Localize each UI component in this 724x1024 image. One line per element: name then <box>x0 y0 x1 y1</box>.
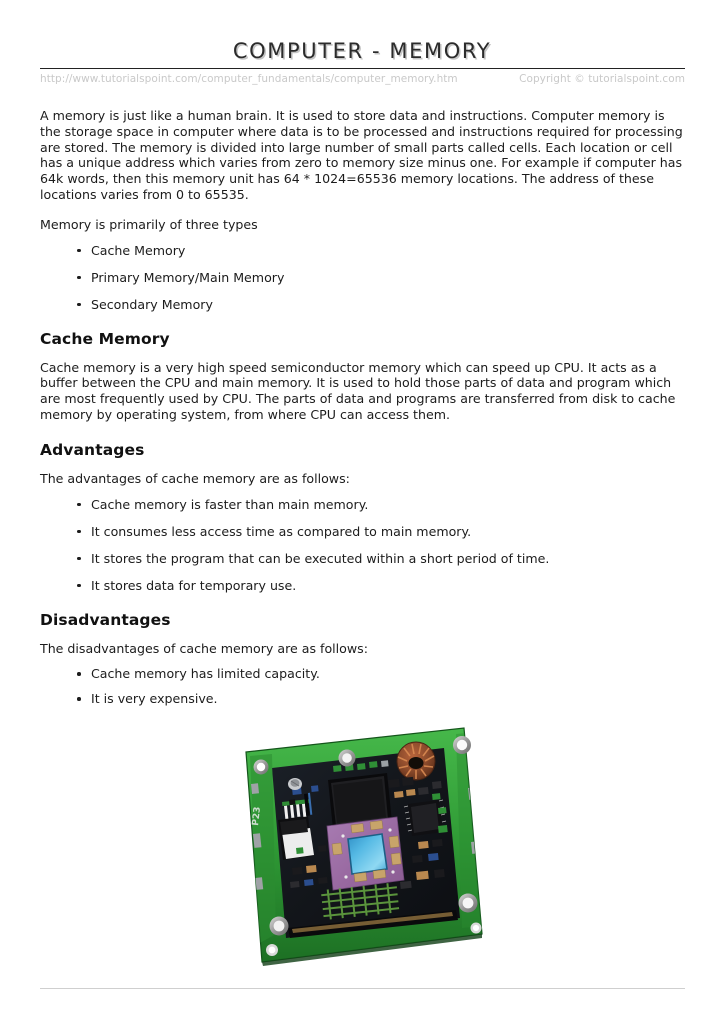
smd-cluster-right <box>387 776 448 889</box>
list-item: It stores the program that can be execut… <box>77 551 685 566</box>
circuit-board-photo: P23 <box>245 727 483 966</box>
chip-pads <box>331 820 402 883</box>
page-title: COMPUTER - MEMORY <box>232 39 492 63</box>
advantages-list: Cache memory is faster than main memory.… <box>40 497 685 593</box>
silkscreen-label: P23 <box>251 806 263 826</box>
section-heading-disadvantages: Disadvantages <box>40 610 171 629</box>
board-body: P23 <box>245 727 483 966</box>
list-item: Secondary Memory <box>77 297 685 312</box>
circuit-board-figure: P23 <box>232 722 488 968</box>
processor-package <box>326 816 405 891</box>
silicon-die <box>348 834 387 874</box>
via-grid <box>321 883 400 920</box>
advantages-lead: The advantages of cache memory are as fo… <box>40 470 350 486</box>
disadvantages-lead: The disadvantages of cache memory are as… <box>40 640 368 656</box>
cache-memory-paragraph: Cache memory is a very high speed semico… <box>40 359 676 422</box>
copyright-notice: Copyright © tutorialspoint.com <box>519 73 685 85</box>
intro-paragraph: A memory is just like a human brain. It … <box>40 108 683 202</box>
toroidal-inductor <box>396 741 436 781</box>
section-heading-advantages: Advantages <box>40 440 145 459</box>
list-item: Cache memory has limited capacity. <box>77 666 685 681</box>
ic-package-soic <box>278 816 314 860</box>
section-heading-cache-memory: Cache Memory <box>40 329 170 348</box>
list-item: Cache Memory <box>77 243 685 258</box>
smd-cluster-left <box>290 845 328 888</box>
electrolytic-capacitor <box>288 778 302 790</box>
list-item: Primary Memory/Main Memory <box>77 270 685 285</box>
list-item: It is very expensive. <box>77 691 685 706</box>
smd-component <box>311 785 319 792</box>
ic-package-medium <box>403 799 447 836</box>
memory-types-list: Cache Memory Primary Memory/Main Memory … <box>40 243 685 312</box>
footer-divider <box>40 988 685 989</box>
source-url-link[interactable]: http://www.tutorialspoint.com/computer_f… <box>40 73 458 85</box>
list-item: It stores data for temporary use. <box>77 578 685 593</box>
list-item: It consumes less access time as compared… <box>77 524 685 539</box>
memory-types-lead: Memory is primarily of three types <box>40 216 258 232</box>
mounting-holes <box>253 736 482 956</box>
edge-pads-left <box>251 783 264 890</box>
header-divider <box>40 68 685 69</box>
list-item: Cache memory is faster than main memory. <box>77 497 685 512</box>
pin-header <box>282 799 310 819</box>
document-content: A memory is just like a human brain. It … <box>40 108 685 716</box>
disadvantages-list: Cache memory has limited capacity. It is… <box>40 666 685 706</box>
header-meta: http://www.tutorialspoint.com/computer_f… <box>40 73 685 89</box>
